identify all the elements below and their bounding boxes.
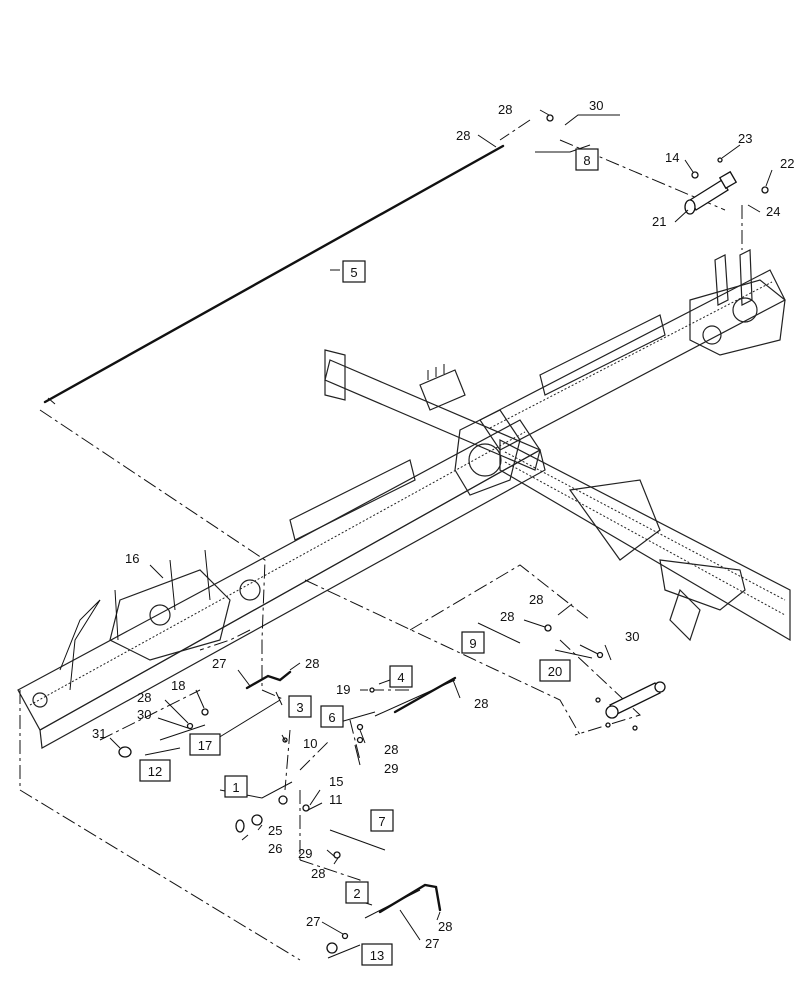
callout-box-13: 13 xyxy=(370,948,384,963)
connection-lines xyxy=(19,119,743,961)
adapter-part-31 xyxy=(118,746,132,758)
fitting-part-28-top xyxy=(546,114,554,122)
hose-part-4 xyxy=(393,676,457,714)
callout-28-d: 28 xyxy=(500,609,514,624)
callout-30-b: 30 xyxy=(625,629,639,644)
fitting-part-29 xyxy=(356,736,364,744)
boxed-callouts: 8 5 9 20 4 17 3 6 12 1 7 2 13 xyxy=(139,148,599,966)
coupler-part-13 xyxy=(326,942,338,954)
plain-callouts: 28 30 28 14 23 22 24 21 16 28 28 30 27 2… xyxy=(92,98,794,951)
callout-24: 24 xyxy=(766,204,780,219)
callout-28-h: 28 xyxy=(384,742,398,757)
callout-31: 31 xyxy=(92,726,106,741)
callout-27-c: 27 xyxy=(306,914,320,929)
callout-27-a: 27 xyxy=(212,656,226,671)
callout-28-a: 28 xyxy=(498,102,512,117)
cylinder-part-21 xyxy=(684,170,738,215)
fitting-part-28-mid xyxy=(356,723,364,731)
callout-29-b: 29 xyxy=(298,846,312,861)
callout-22: 22 xyxy=(780,156,794,171)
pin-part-23 xyxy=(717,157,723,163)
callout-box-3: 3 xyxy=(296,700,303,715)
callout-box-6: 6 xyxy=(328,710,335,725)
callout-28-b: 28 xyxy=(456,128,470,143)
callout-26: 26 xyxy=(268,841,282,856)
fitting-part-28-left xyxy=(186,722,194,730)
callout-box-20: 20 xyxy=(548,664,562,679)
callout-28-e: 28 xyxy=(305,656,319,671)
callout-28-f: 28 xyxy=(137,690,151,705)
callout-29-a: 29 xyxy=(384,761,398,776)
leader-lines xyxy=(109,109,773,959)
callout-28-c: 28 xyxy=(529,592,543,607)
hose-part-5 xyxy=(43,144,505,404)
callout-30-a: 30 xyxy=(589,98,603,113)
callout-box-4: 4 xyxy=(397,670,404,685)
fitting-part-11 xyxy=(302,804,310,812)
callout-28-j: 28 xyxy=(438,919,452,934)
callout-15: 15 xyxy=(329,774,343,789)
callout-box-2: 2 xyxy=(353,886,360,901)
callout-16: 16 xyxy=(125,551,139,566)
callout-25: 25 xyxy=(268,823,282,838)
fitting-part-28-right xyxy=(544,624,552,632)
fitting-part-29-low xyxy=(333,851,341,859)
callout-box-17: 17 xyxy=(198,738,212,753)
fitting-part-18 xyxy=(201,708,209,716)
parts xyxy=(43,114,769,954)
callout-10: 10 xyxy=(303,736,317,751)
callout-box-12: 12 xyxy=(148,764,162,779)
pin-part-14 xyxy=(691,171,699,179)
callout-28-g: 28 xyxy=(474,696,488,711)
callout-box-9: 9 xyxy=(469,636,476,651)
fitting-part-27-low xyxy=(341,932,349,940)
fitting-part-15-11 xyxy=(278,795,288,805)
machine-frame xyxy=(17,249,791,749)
hose-part-3 xyxy=(245,670,292,690)
pin-part-22 xyxy=(761,186,769,194)
callout-14: 14 xyxy=(665,150,679,165)
coupler-part-25 xyxy=(251,814,263,826)
callout-21: 21 xyxy=(652,214,666,229)
callout-19: 19 xyxy=(336,682,350,697)
hose-part-2 xyxy=(378,883,442,914)
callout-30-c: 30 xyxy=(137,707,151,722)
callout-box-1: 1 xyxy=(232,780,239,795)
fitting-part-19 xyxy=(369,687,375,693)
callout-box-7: 7 xyxy=(378,814,385,829)
callout-28-i: 28 xyxy=(311,866,325,881)
callout-11: 11 xyxy=(329,792,343,807)
coupler-part-26 xyxy=(235,819,245,833)
callout-box-8: 8 xyxy=(583,153,590,168)
cylinder-part-20 xyxy=(595,681,666,731)
callout-18: 18 xyxy=(171,678,185,693)
callout-23: 23 xyxy=(738,131,752,146)
fitting-part-28-r2 xyxy=(596,651,604,659)
callout-box-5: 5 xyxy=(350,265,357,280)
callout-27-b: 27 xyxy=(425,936,439,951)
